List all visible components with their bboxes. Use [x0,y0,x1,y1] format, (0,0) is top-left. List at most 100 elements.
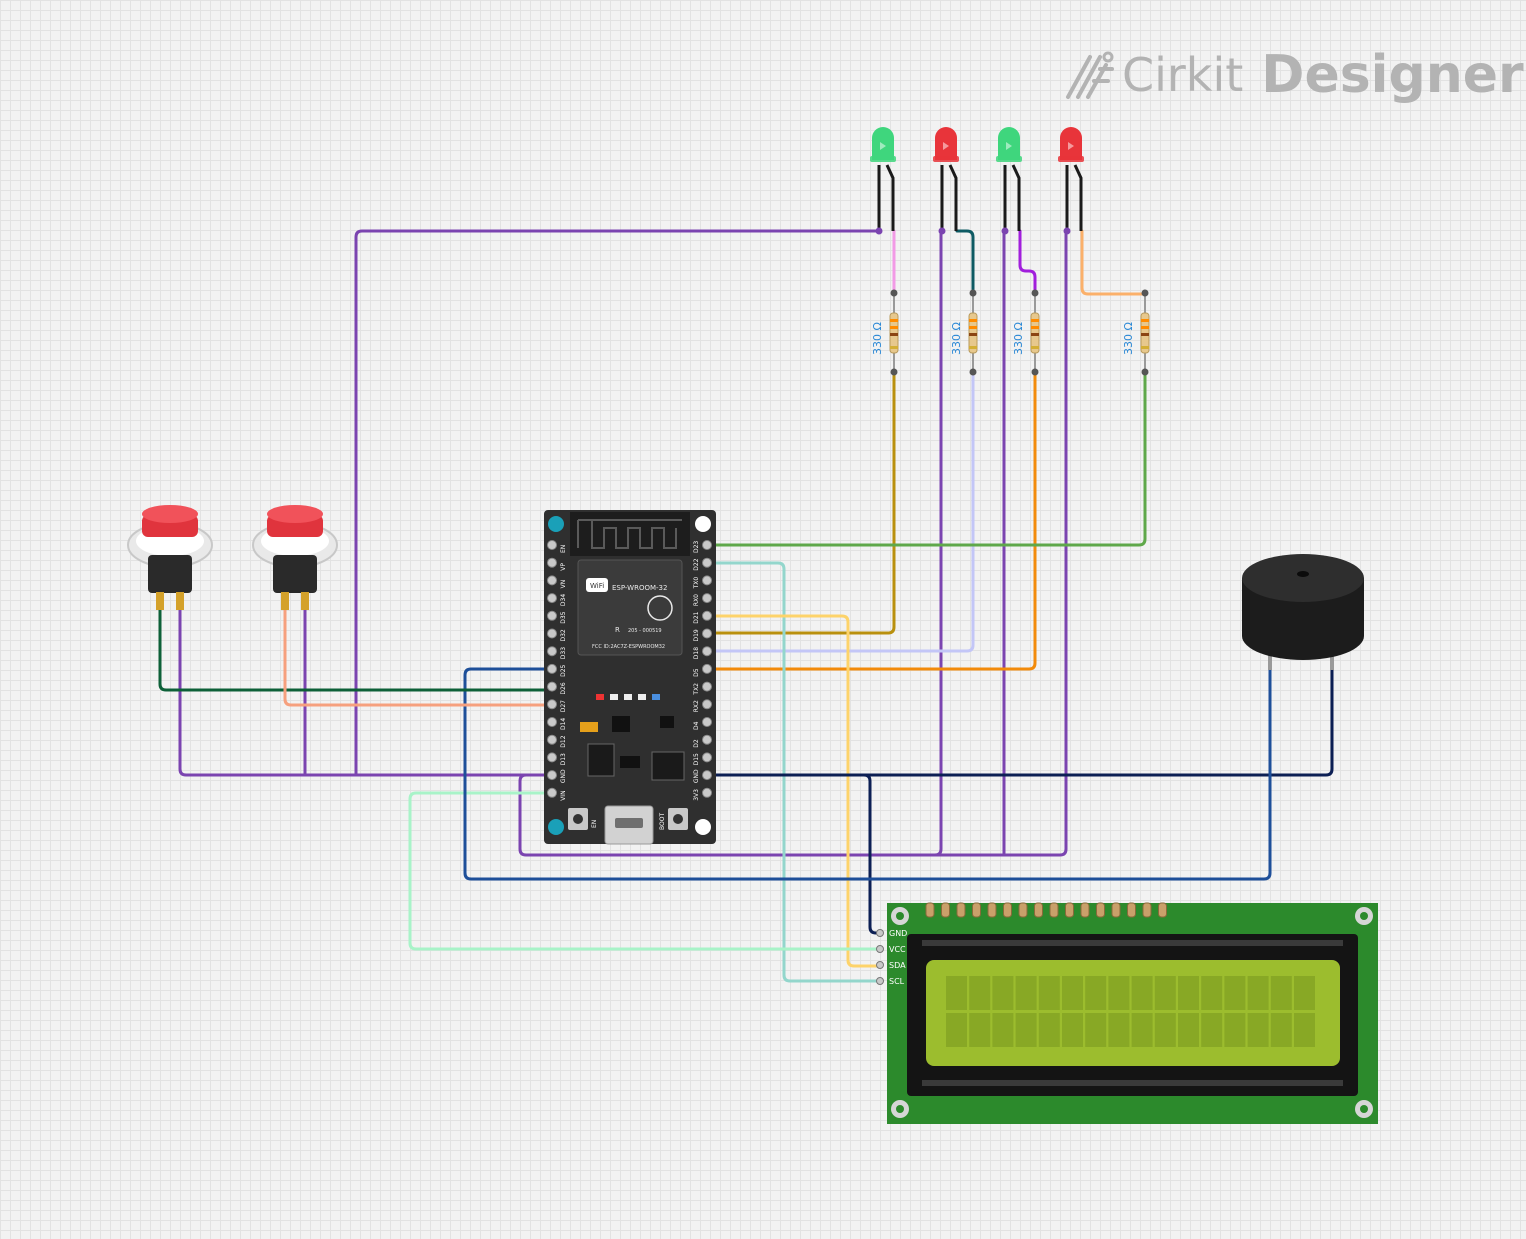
lcd-pin-sda[interactable] [876,961,884,969]
lcd-cell [992,976,1014,1010]
esp32-pin-d35[interactable] [547,610,557,621]
wire-resistor2-d18[interactable] [705,370,975,653]
lcd-pin-label: SCL [889,977,905,986]
lcd-pin-gnd[interactable] [876,929,884,937]
esp32-pin-d34[interactable] [547,593,557,604]
esp32-pin-d18[interactable] [702,646,712,657]
esp32-pin-d2[interactable] [702,734,712,745]
lcd-cell [1131,976,1153,1010]
esp32-pin-d26[interactable] [547,681,557,692]
resistor-label: 330 Ω [1122,322,1135,355]
wire-led1-gnd[interactable] [354,229,881,777]
esp32-pin-vin[interactable] [547,787,557,798]
led-3-green[interactable] [996,127,1022,235]
led-4-red[interactable] [1058,127,1084,235]
button-cap-top [267,505,323,523]
lcd-header-pin [1142,902,1152,918]
esp32-pin-d27[interactable] [547,699,557,710]
lcd-cell [1131,1013,1153,1047]
push-button-2[interactable] [252,505,338,610]
esp32-pin-rx0[interactable] [702,593,712,604]
wire-button1-d26[interactable] [158,603,554,692]
resistor-2[interactable]: 330 Ω [950,289,978,376]
esp32-pin-d14[interactable] [547,717,557,727]
esp32-pin-tx2[interactable] [702,681,712,692]
lcd-cell [1247,976,1269,1010]
esp32-pin-d22[interactable] [702,557,712,568]
wire-resistor3-d5[interactable] [705,370,1037,671]
wire-resistor1-d19[interactable] [705,370,896,635]
resistor-label: 330 Ω [950,322,963,355]
lcd-character-cells [946,976,1315,1047]
lcd-header-pin [1111,902,1121,918]
lcd-header-pin [1049,902,1059,918]
wire-led3-resistor3[interactable] [1018,229,1037,295]
led-1-green[interactable] [870,127,896,235]
module-label: ESP-WROOM-32 [612,584,667,592]
esp32-pin-gnd[interactable] [702,770,712,781]
esp32-pin-en[interactable] [547,540,557,550]
esp32-pin-gnd[interactable] [547,770,557,781]
wire-leds-gnd-bus[interactable] [518,229,1068,857]
esp32-pin-d33[interactable] [547,646,557,657]
lcd-header-pin [956,902,966,918]
wire-vin-lcd-vcc[interactable] [408,791,882,951]
esp32-pin-label: D4 [693,721,700,730]
push-button-1[interactable] [127,505,213,610]
antenna-area [570,512,690,556]
esp32-pin-label: RX0 [693,594,700,606]
lcd-header-pin [941,902,950,918]
lcd-header-pins [925,902,1167,918]
wire-d25-buzzer[interactable] [463,666,1272,881]
esp32-pin-rx2[interactable] [702,699,712,710]
lcd-header-pin [1018,902,1028,918]
wire-resistor4-d23[interactable] [705,370,1147,547]
wire-button2-d27[interactable] [283,603,554,707]
led-2-red[interactable] [933,127,959,235]
button-cap-top [142,505,198,523]
esp32-pin-label: D35 [560,611,567,623]
buzzer[interactable] [1242,554,1364,670]
esp32-pin-tx0[interactable] [702,575,712,586]
esp32-pin-label: TX0 [693,577,700,590]
wires [158,229,1334,983]
lcd-pin-vcc[interactable] [876,945,884,953]
resistor-3[interactable]: 330 Ω [1012,289,1040,376]
esp32-pin-d23[interactable] [702,540,712,550]
wifi-label: WiFi [590,582,604,590]
esp32-pin-vn[interactable] [547,575,557,586]
lcd-header-pin [925,902,935,918]
lcd-cell [1062,976,1083,1010]
esp32-pin-d12[interactable] [547,734,557,745]
lcd-cell [1038,1013,1060,1047]
wire-led2-resistor2[interactable] [955,229,975,295]
esp32-pin-d15[interactable] [702,752,712,763]
esp32-pin-d21[interactable] [702,610,712,621]
esp32-pin-d19[interactable] [702,628,712,639]
resistor-4[interactable]: 330 Ω [1122,289,1150,376]
antenna-trace [577,519,682,549]
wire-button1-gnd[interactable] [178,608,554,777]
wire-led2-gnd[interactable] [933,229,943,857]
lcd-pin-label: GND [889,929,907,938]
lcd-pin-scl[interactable] [876,977,884,985]
wire-d22-scl[interactable] [705,561,882,983]
esp32-board[interactable]: WiFi ESP-WROOM-32 R 205 - 000519 FCC ID:… [544,510,716,845]
esp32-pin-d5[interactable] [702,663,712,674]
wire-led4-resistor4[interactable] [1080,229,1147,296]
esp32-pin-d4[interactable] [702,717,712,727]
esp32-pin-d32[interactable] [547,628,557,639]
esp32-pin-label: D33 [560,647,567,659]
esp32-pin-d25[interactable] [547,663,557,674]
en-button-label: EN [591,820,598,828]
esp32-pin-vp[interactable] [547,557,557,568]
wire-d21-sda[interactable] [705,614,882,968]
esp32-pin-label: D22 [693,558,700,570]
resistor-1[interactable]: 330 Ω [871,289,899,376]
esp32-pin-label: GND [560,769,567,783]
esp32-pin-3v3[interactable] [702,787,712,798]
wire-gnd-buzzer[interactable] [705,666,1334,777]
esp32-pin-d13[interactable] [547,752,557,763]
